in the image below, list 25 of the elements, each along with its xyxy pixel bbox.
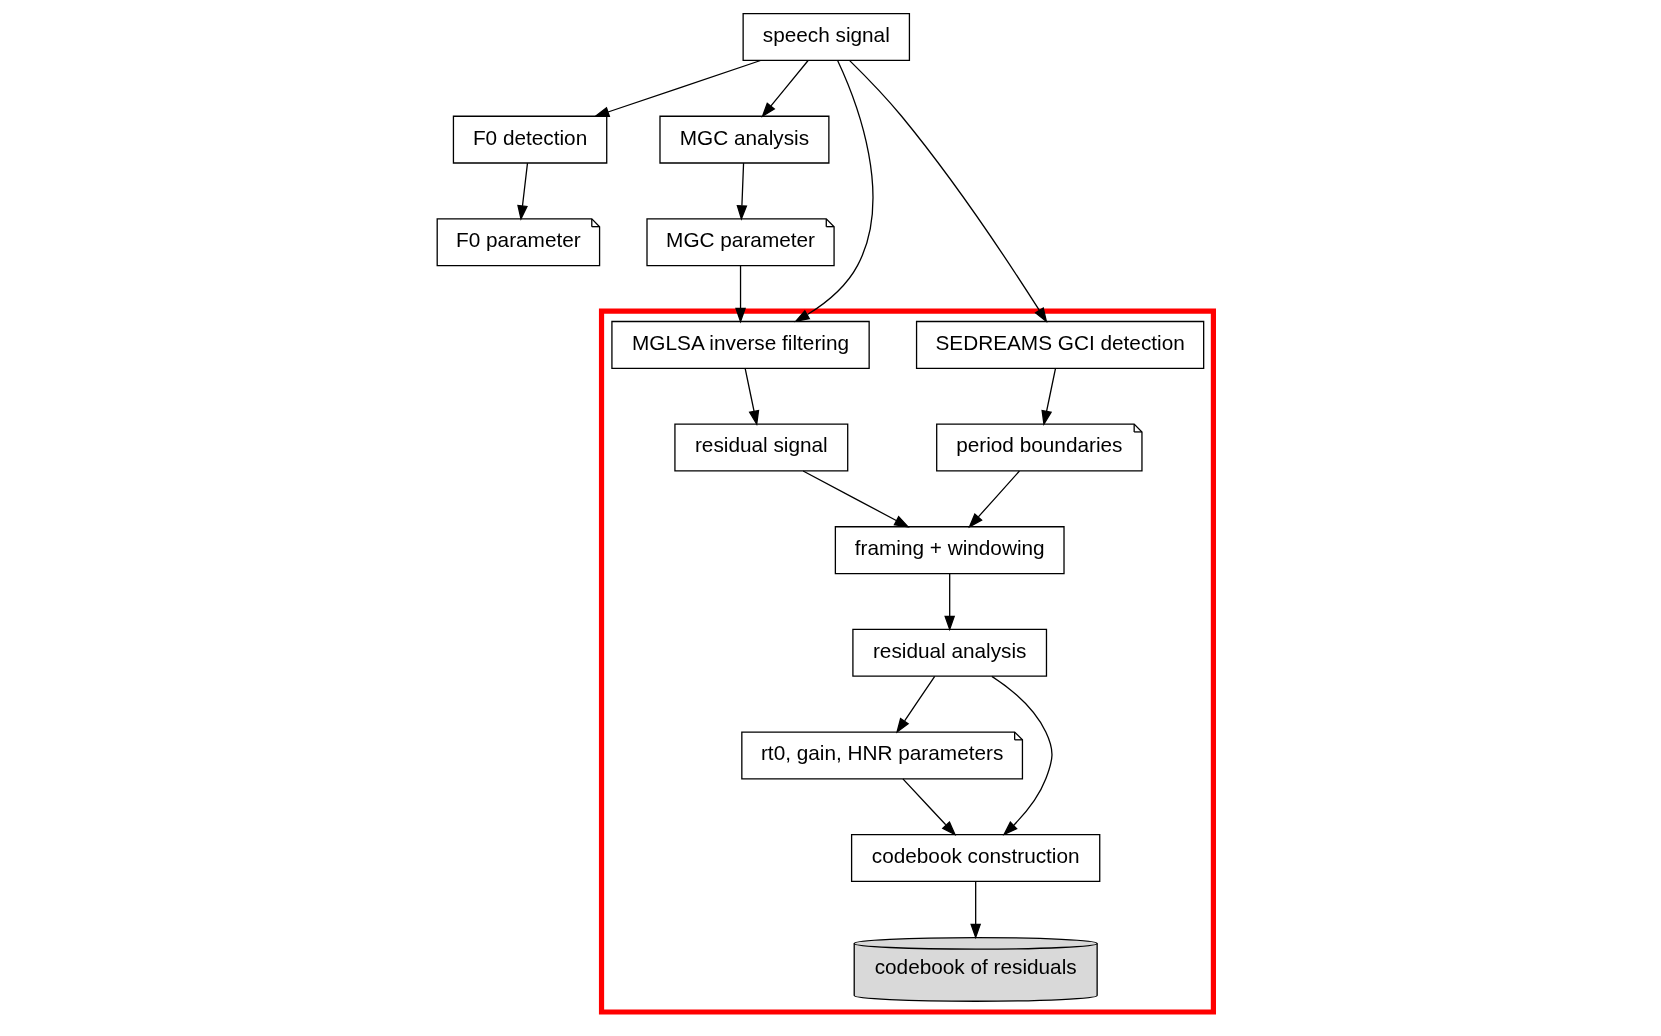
arrow [593, 59, 762, 118]
node-box: MGLSA inverse filtering [611, 320, 870, 369]
arrow [944, 573, 956, 632]
node-box: codebook construction [850, 834, 1101, 883]
arrow [1041, 367, 1057, 426]
arrow [761, 59, 809, 118]
arrow [794, 59, 874, 323]
arrow [896, 675, 936, 734]
arrow [849, 59, 1048, 324]
node-box: F0 detection [452, 115, 608, 164]
arrow [968, 470, 1021, 529]
node-box: residual signal [674, 423, 849, 472]
arrow [991, 675, 1053, 836]
arrow [902, 778, 957, 837]
node-box: residual analysis [852, 628, 1048, 677]
arrow [802, 470, 910, 528]
arrow [744, 367, 760, 426]
node-box: framing + windowing [834, 526, 1065, 575]
node-box: speech signal [742, 12, 911, 62]
arrow [970, 881, 982, 940]
node-box: SEDREAMS GCI detection [915, 320, 1205, 369]
arrow [735, 265, 746, 324]
arrow [517, 162, 529, 221]
node-box: MGC analysis [659, 115, 830, 164]
arrow [736, 162, 748, 221]
